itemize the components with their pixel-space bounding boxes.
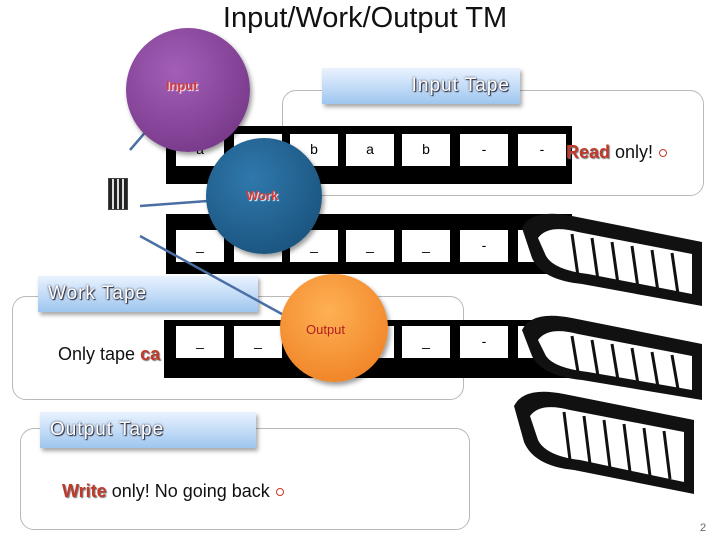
work-cell: _ bbox=[176, 230, 224, 262]
film-strip-icon bbox=[522, 213, 702, 306]
input-cell: - bbox=[460, 134, 508, 166]
work-cell: _ bbox=[346, 230, 394, 262]
input-cell: a bbox=[346, 134, 394, 166]
output-head-label: Output bbox=[306, 322, 346, 337]
page-number: 2 bbox=[700, 522, 707, 534]
output-tape-label: Output Tape bbox=[50, 419, 165, 440]
output-cell: _ bbox=[176, 326, 224, 358]
output-cell: _ bbox=[402, 326, 450, 358]
input-cell: - bbox=[518, 134, 566, 166]
work-cell: - bbox=[460, 230, 508, 262]
input-head-label: Input bbox=[166, 78, 198, 93]
work-tape-label: Work Tape bbox=[48, 283, 148, 304]
output-tape-text-tail: only! No going back bbox=[111, 481, 270, 501]
input-keyword: Read bbox=[566, 142, 611, 162]
film-strip-icon bbox=[514, 391, 694, 494]
input-tape-label: Input Tape bbox=[411, 75, 510, 96]
machine-icon bbox=[108, 178, 128, 210]
work-cell: _ bbox=[402, 230, 450, 262]
work-tape-text: Only tape ca bbox=[58, 344, 160, 365]
output-tape-text: Write only! No going back bbox=[62, 481, 284, 502]
bullet-dot-icon bbox=[275, 488, 284, 497]
input-tape-text: Read only! bbox=[566, 142, 668, 163]
bullet-dot-icon bbox=[659, 149, 668, 158]
input-tape-tab: Input Tape bbox=[322, 68, 520, 104]
slide-title: Input/Work/Output TM bbox=[222, 2, 508, 34]
output-head-circle: Output bbox=[280, 274, 388, 382]
film-strip-icon bbox=[522, 315, 702, 400]
input-cell: b bbox=[402, 134, 450, 166]
output-tape-tab: Output Tape bbox=[40, 412, 256, 448]
input-head-circle: Input bbox=[126, 28, 250, 152]
output-cell: - bbox=[460, 326, 508, 358]
work-head-label: Work bbox=[246, 188, 279, 203]
output-cell: _ bbox=[234, 326, 282, 358]
work-keyword: ca bbox=[140, 344, 161, 364]
output-keyword: Write bbox=[62, 481, 107, 501]
input-tape-text-tail: only! bbox=[615, 142, 654, 162]
output-connector-line bbox=[139, 234, 301, 326]
work-head-circle: Work bbox=[206, 138, 322, 254]
work-tape-text-prefix: Only tape bbox=[58, 344, 136, 364]
